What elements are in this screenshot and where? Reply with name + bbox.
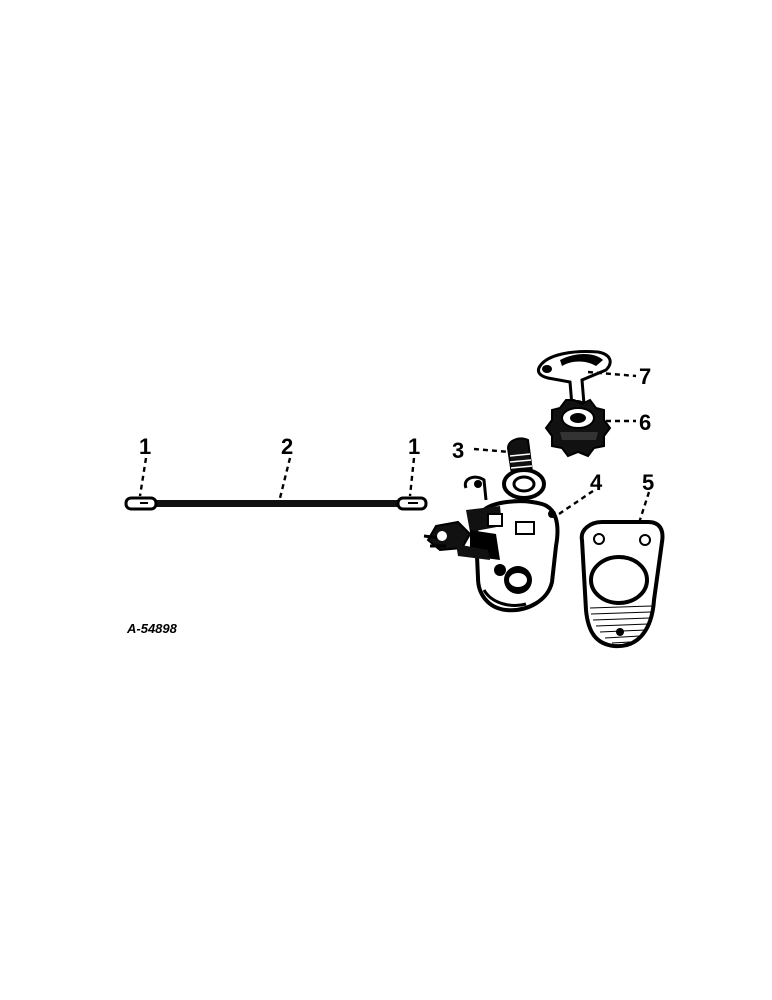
main-mechanism	[423, 475, 560, 613]
mounting-plate	[579, 520, 665, 649]
callout-5: 5	[642, 470, 654, 495]
callout-1-left: 1	[139, 434, 151, 459]
leader-lines	[138, 370, 651, 527]
callout-3: 3	[452, 438, 464, 463]
callout-2: 2	[281, 434, 293, 459]
callout-7: 7	[639, 364, 651, 389]
drive-cup	[502, 437, 546, 500]
callout-6: 6	[639, 410, 651, 435]
gear	[544, 398, 612, 458]
callout-4: 4	[590, 470, 603, 495]
rod-assembly	[124, 496, 428, 511]
figure-id: A-54898	[126, 621, 178, 636]
rod	[150, 500, 410, 507]
callout-1-right: 1	[408, 434, 420, 459]
